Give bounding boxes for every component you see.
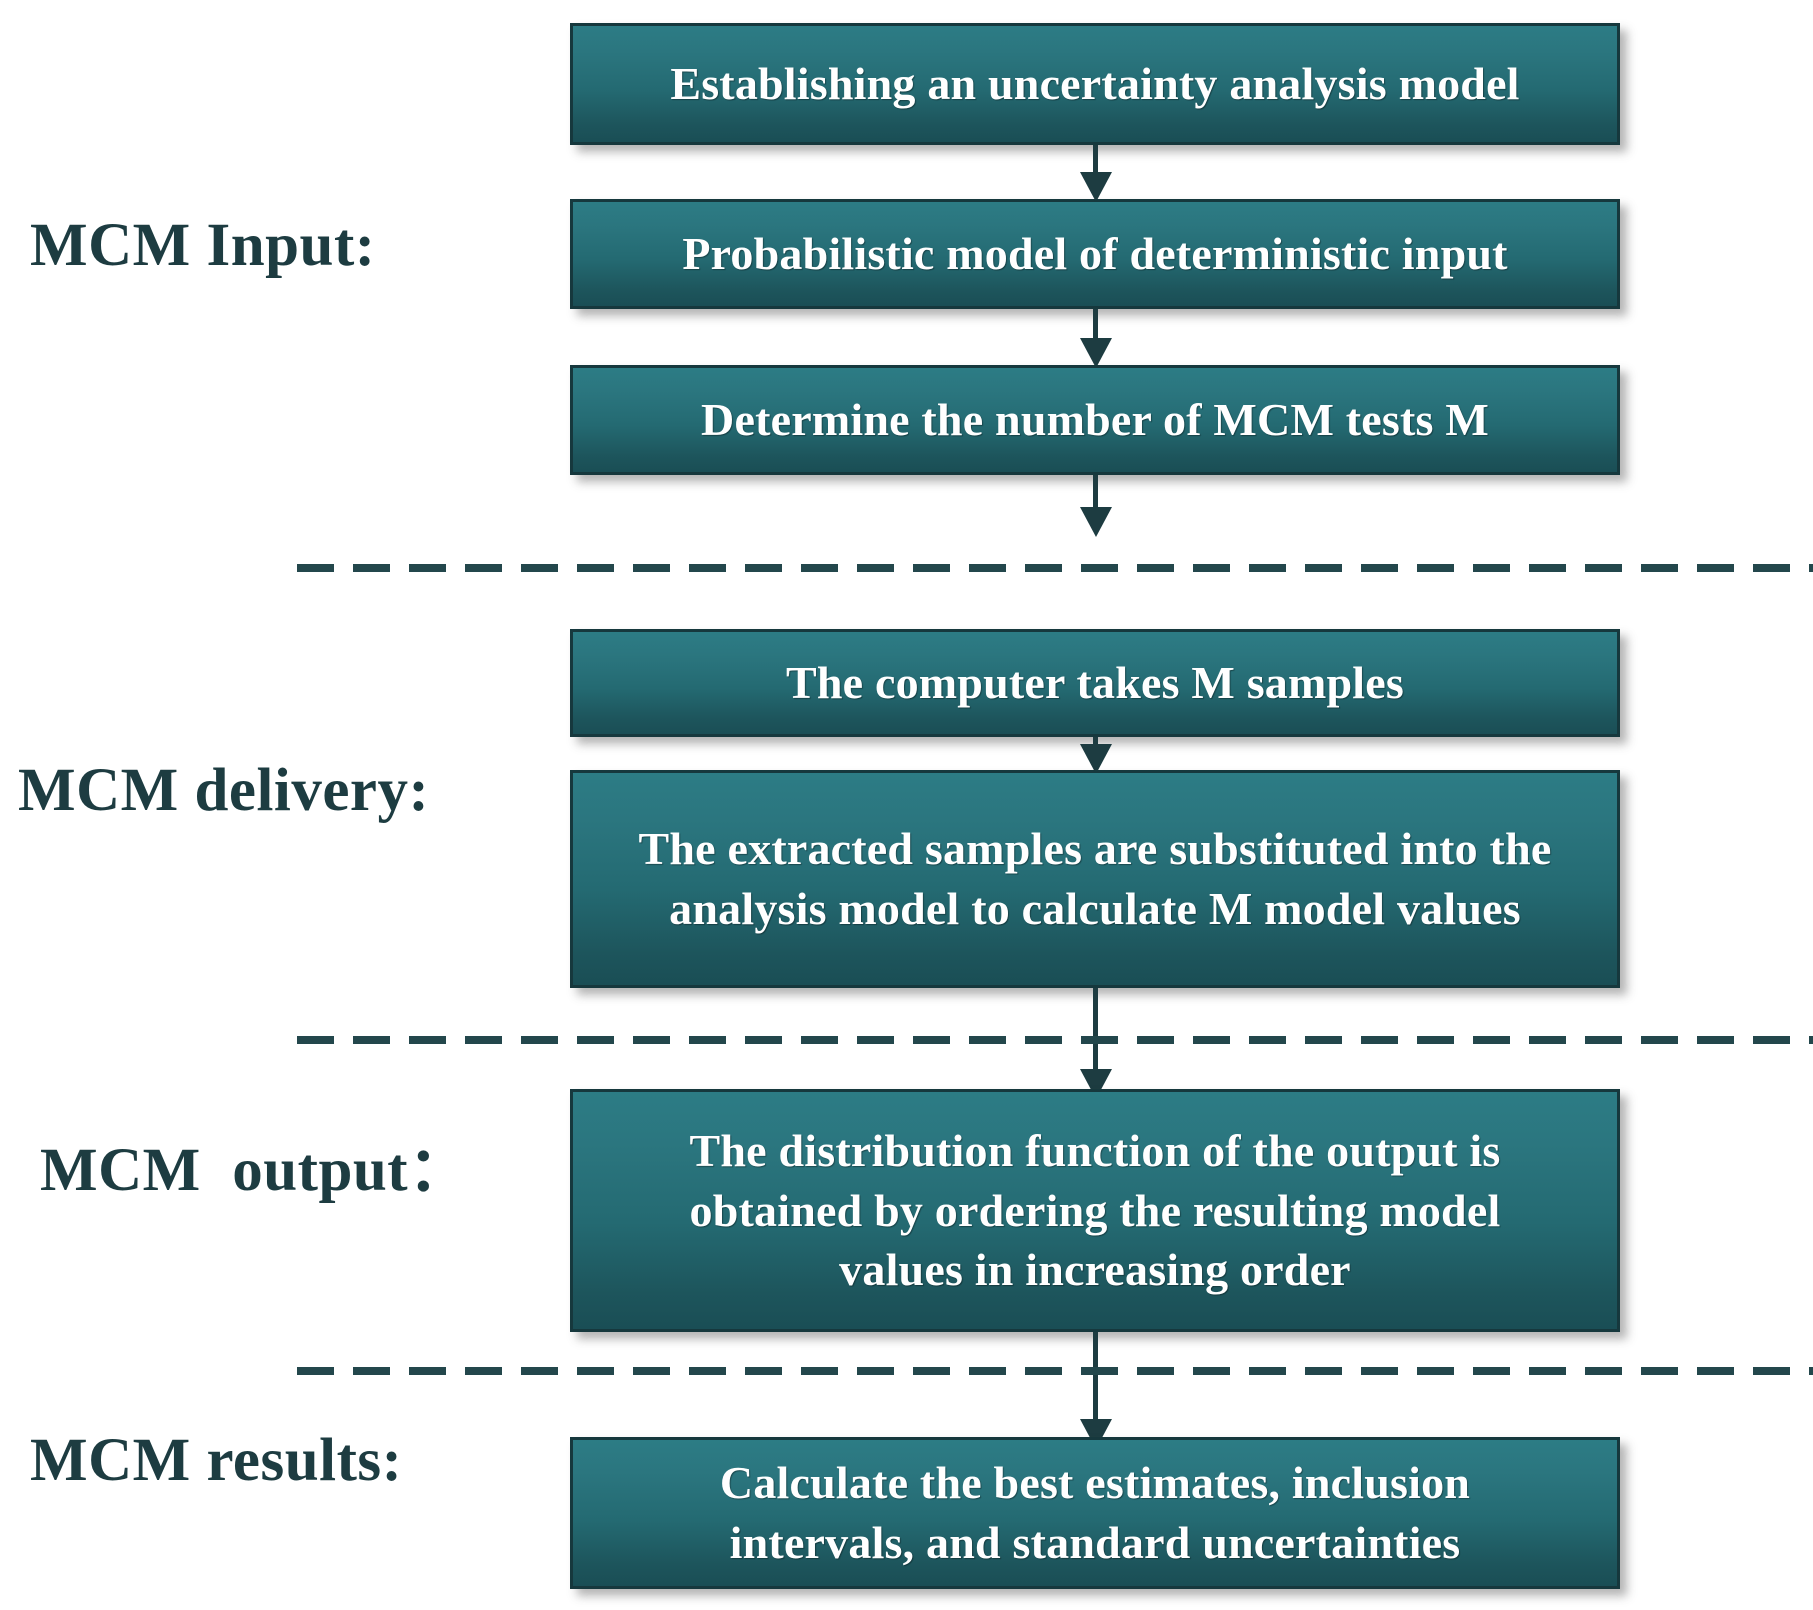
section-divider-output-results (297, 1367, 1813, 1375)
connector-n5-n6 (1080, 988, 1112, 1101)
connector-n3-n4 (1080, 475, 1112, 538)
arrow-head-icon (1080, 338, 1112, 368)
node-computer-takes-samples[interactable]: The computer takes M samples (570, 629, 1620, 737)
node-distribution-function-output[interactable]: The distribution function of the output … (570, 1089, 1620, 1332)
connector-n2-n3 (1080, 309, 1112, 369)
node-probabilistic-model[interactable]: Probabilistic model of deterministic inp… (570, 199, 1620, 309)
node-extracted-samples-substituted[interactable]: The extracted samples are substituted in… (570, 770, 1620, 988)
node-establishing-uncertainty-model[interactable]: Establishing an uncertainty analysis mod… (570, 23, 1620, 145)
connector-n6-n7 (1080, 1332, 1112, 1451)
connector-line (1093, 309, 1098, 341)
node-label: The distribution function of the output … (689, 1124, 1501, 1296)
node-label: Determine the number of MCM tests M (701, 394, 1489, 446)
node-label: Establishing an uncertainty analysis mod… (670, 58, 1520, 110)
node-label: The computer takes M samples (785, 657, 1405, 709)
arrow-head-icon (1080, 744, 1112, 774)
section-divider-delivery-output (297, 1036, 1813, 1044)
node-label: Probabilistic model of deterministic inp… (682, 228, 1508, 280)
connector-line (1093, 145, 1098, 175)
connector-line (1093, 475, 1098, 510)
arrow-head-icon (1080, 172, 1112, 202)
node-determine-number-of-tests[interactable]: Determine the number of MCM tests M (570, 365, 1620, 475)
stage-label-mcm-output: MCM output： (40, 1137, 470, 1204)
node-calculate-best-estimates[interactable]: Calculate the best estimates, inclusion … (570, 1437, 1620, 1589)
stage-label-mcm-results: MCM results: (30, 1427, 403, 1494)
connector-line (1093, 988, 1098, 1072)
connector-n1-n2 (1080, 145, 1112, 202)
connector-line (1093, 737, 1098, 747)
node-label: Calculate the best estimates, inclusion … (719, 1457, 1471, 1568)
connector-line (1093, 1332, 1098, 1422)
arrow-head-icon (1080, 507, 1112, 537)
node-label: The extracted samples are substituted in… (638, 823, 1552, 934)
connector-n4-n5 (1080, 737, 1112, 774)
stage-label-mcm-delivery: MCM delivery: (18, 757, 430, 824)
stage-label-mcm-input: MCM Input: (30, 212, 376, 279)
section-divider-input-delivery (297, 564, 1813, 572)
